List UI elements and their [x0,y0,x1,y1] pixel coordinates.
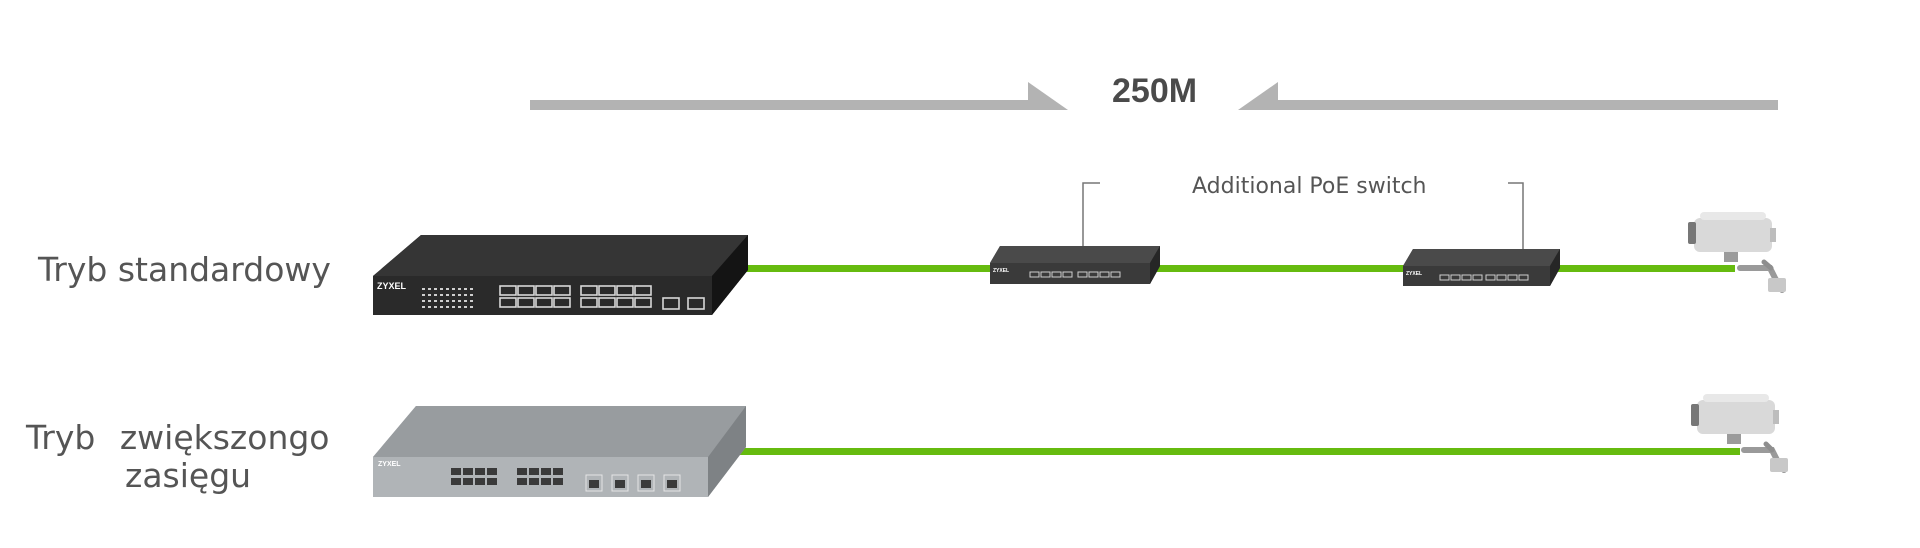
poe-switch-1-brand: ZYXEL [993,268,1009,274]
standard-cable [745,265,1735,272]
main-switch-dark: ZYXEL [373,235,748,315]
poe-switch-1-ports [1029,271,1121,278]
poe-switch-1: ZYXEL [990,246,1160,284]
extended-switch-ports [451,468,677,488]
distance-arrow-left [530,82,1068,110]
extended-mode-label-line2: zasięgu [125,456,252,495]
extended-cable [740,448,1740,455]
additional-poe-switch-label: Additional PoE switch [1192,174,1427,199]
extended-switch-gray: ZYXEL [373,406,746,497]
standard-mode-label: Tryb standardowy [38,250,331,289]
distance-label: 250M [1112,72,1198,110]
main-switch-ports [499,285,705,310]
callout-bracket-left [1082,182,1100,246]
callout-bracket-right [1508,182,1524,250]
security-camera-icon-extended [1691,394,1788,473]
extended-switch-sfp-frames [585,474,681,492]
main-switch-led-grid [422,288,473,308]
security-camera-icon [1688,212,1786,293]
extended-mode-label-line1: Tryb zwiększongo [26,418,330,457]
distance-arrow-right [1238,82,1778,110]
poe-switch-2: ZYXEL [1403,249,1560,286]
poe-switch-2-ports [1439,274,1529,281]
main-switch-brand: ZYXEL [377,281,407,291]
extended-switch-brand: ZYXEL [378,461,401,468]
poe-switch-2-brand: ZYXEL [1406,271,1422,277]
